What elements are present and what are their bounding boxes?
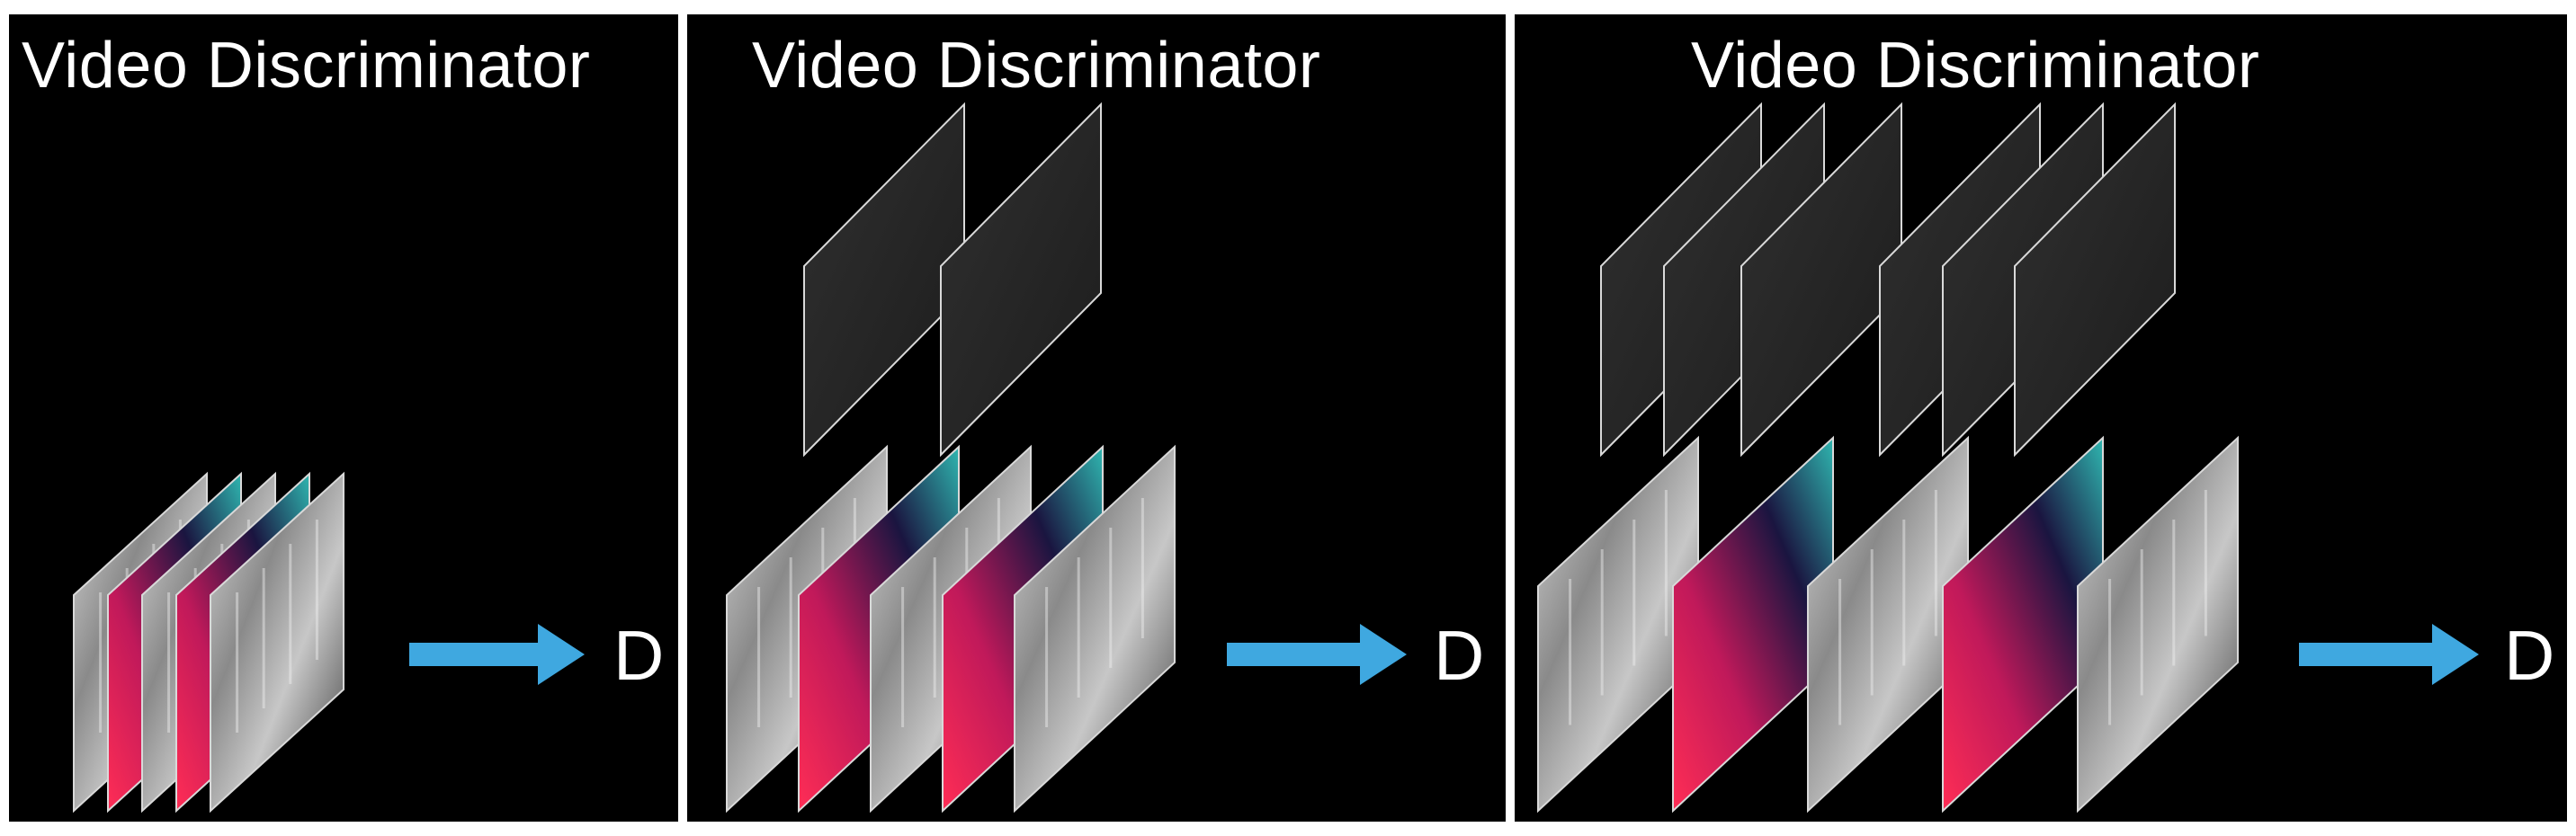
flow-frame <box>1672 435 1834 814</box>
panel-diagram: D <box>726 102 1484 814</box>
panel-diagram: D <box>73 471 664 814</box>
flow-frame <box>1942 435 2104 814</box>
feature-frame <box>1740 102 1902 458</box>
discriminator-output-label: D <box>1434 616 1484 695</box>
video-frame <box>1014 444 1176 814</box>
video-frame <box>210 471 344 814</box>
input-frame <box>1537 435 1699 814</box>
feature-frame <box>940 102 1102 458</box>
input-frame-stack <box>1537 435 2239 814</box>
input-frame <box>2077 435 2239 814</box>
panel-title: Video Discriminator <box>752 30 1321 102</box>
arrow-shape <box>2299 624 2479 685</box>
feature-frame <box>2014 102 2176 458</box>
feature-map-frame <box>2014 102 2176 458</box>
panel-diagram: D <box>1537 102 2554 814</box>
panel-title: Video Discriminator <box>22 30 591 102</box>
arrow-shape <box>409 624 585 685</box>
input-frame <box>1014 444 1176 814</box>
discriminator-output-label: D <box>613 616 664 695</box>
panel-deep-features: Video Discriminator D <box>1515 14 2567 822</box>
feature-map-frame <box>803 102 965 458</box>
right-arrow-icon <box>2299 624 2479 685</box>
arrow-shape <box>1227 624 1407 685</box>
right-arrow-icon <box>1227 624 1407 685</box>
feature-frame-stack <box>803 102 1102 458</box>
input-frame <box>1942 435 2104 814</box>
discriminator-output-label: D <box>2504 616 2554 695</box>
panel-title: Video Discriminator <box>1691 30 2260 102</box>
input-frame <box>210 471 344 814</box>
feature-map-frame <box>1740 102 1902 458</box>
panel-layer-features: Video Discriminator D <box>687 14 1506 822</box>
panel-frame-level: Video Discriminator D <box>9 14 678 822</box>
video-frame <box>2077 435 2239 814</box>
feature-frame-stack <box>1600 102 2176 458</box>
input-frame-stack <box>73 471 344 814</box>
right-arrow-icon <box>409 624 585 685</box>
input-frame <box>1807 435 1969 814</box>
input-frame-stack <box>726 444 1176 814</box>
video-frame <box>1537 435 1699 814</box>
feature-frame <box>803 102 965 458</box>
input-frame <box>1672 435 1834 814</box>
feature-map-frame <box>940 102 1102 458</box>
video-frame <box>1807 435 1969 814</box>
